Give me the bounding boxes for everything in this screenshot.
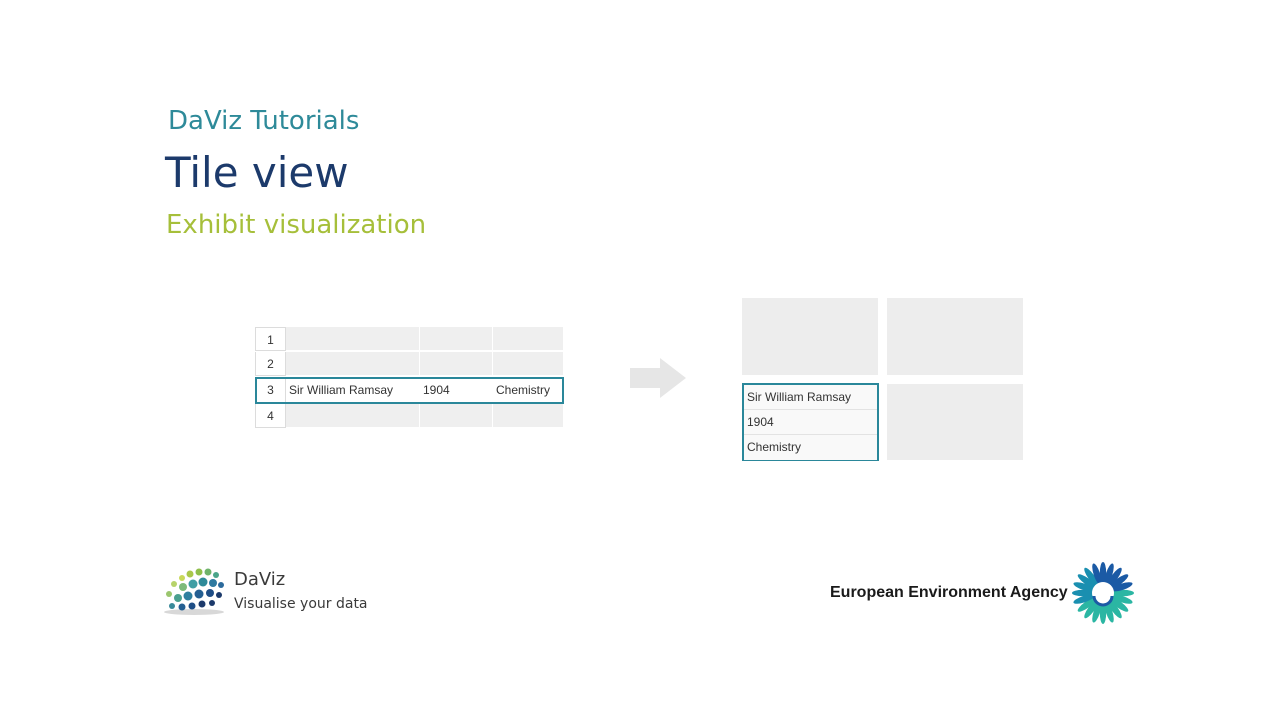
selected-row-outline bbox=[255, 377, 564, 404]
table-cell bbox=[420, 352, 493, 376]
arrow-right-icon bbox=[630, 358, 686, 402]
daviz-logo-tagline: Visualise your data bbox=[234, 596, 368, 612]
tile-placeholder bbox=[742, 298, 878, 375]
tile-card: Sir William Ramsay 1904 Chemistry bbox=[742, 383, 879, 461]
table-cell bbox=[420, 327, 493, 351]
table-cell bbox=[286, 327, 420, 351]
tile-card-line: Sir William Ramsay bbox=[744, 385, 877, 410]
table-row: 1 bbox=[255, 327, 564, 352]
series-title: DaViz Tutorials bbox=[168, 106, 360, 136]
row-number: 3 bbox=[255, 377, 286, 404]
table-row-selected: 3 Sir William Ramsay 1904 Chemistry bbox=[255, 377, 564, 404]
table-cell bbox=[286, 352, 420, 376]
row-number: 2 bbox=[255, 352, 286, 376]
tile-card-line: Chemistry bbox=[744, 435, 877, 460]
daviz-logo-icon bbox=[160, 568, 230, 616]
eea-logo-icon bbox=[1070, 560, 1136, 626]
table-row: 4 bbox=[255, 404, 564, 429]
page-title: Tile view bbox=[165, 148, 349, 197]
tile-placeholder bbox=[887, 298, 1023, 375]
row-number: 1 bbox=[255, 327, 286, 351]
tile-card-line: 1904 bbox=[744, 410, 877, 435]
table-cell bbox=[420, 404, 493, 428]
eea-logo-name: European Environment Agency bbox=[830, 584, 1068, 601]
table-cell: Sir William Ramsay bbox=[286, 377, 420, 404]
table-cell bbox=[493, 352, 564, 376]
table-row: 2 bbox=[255, 352, 564, 377]
row-number: 4 bbox=[255, 404, 286, 428]
tile-placeholder bbox=[887, 384, 1023, 460]
daviz-logo-name: DaViz bbox=[234, 569, 286, 590]
spreadsheet-illustration: 1 2 3 Sir William Ramsay 1904 Chemistry … bbox=[255, 327, 564, 428]
table-cell: 1904 bbox=[420, 377, 493, 404]
table-cell bbox=[493, 327, 564, 351]
page-subtitle: Exhibit visualization bbox=[166, 210, 427, 240]
table-cell bbox=[493, 404, 564, 428]
table-cell bbox=[286, 404, 420, 428]
